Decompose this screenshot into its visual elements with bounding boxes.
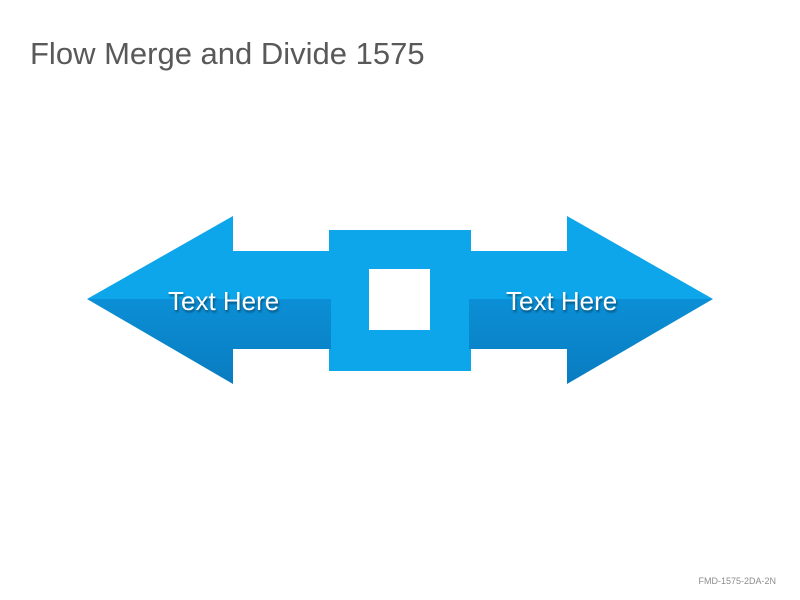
right-arrow bbox=[469, 216, 713, 384]
left-arrow-label: Text Here bbox=[168, 286, 280, 316]
center-box bbox=[329, 230, 471, 371]
right-arrow-label: Text Here bbox=[506, 286, 618, 316]
center-square bbox=[369, 269, 430, 330]
right-arrow-lower bbox=[469, 299, 713, 384]
left-arrow bbox=[87, 216, 331, 384]
slide-title: Flow Merge and Divide 1575 bbox=[30, 36, 425, 71]
right-arrow-upper bbox=[469, 216, 713, 299]
footer-code: FMD-1575-2DA-2N bbox=[698, 576, 776, 586]
left-arrow-lower bbox=[87, 299, 331, 384]
left-arrow-upper bbox=[87, 216, 331, 299]
